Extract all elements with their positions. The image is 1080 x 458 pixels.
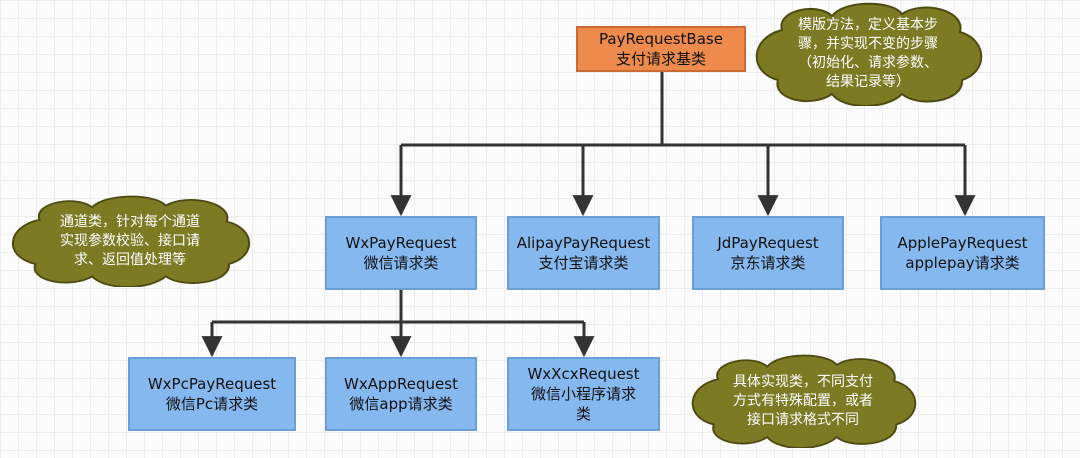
cloud-shape bbox=[11, 195, 251, 287]
node-class-name: ApplePayRequest bbox=[897, 234, 1028, 252]
cloud-shape bbox=[691, 354, 917, 448]
cloud-shape bbox=[755, 2, 983, 106]
template-method-note: 模版方法，定义基本步 骤，并实现不变的步骤 （初始化、请求参数、 结果记录等） bbox=[752, 2, 984, 106]
node-class-name: WxAppRequest bbox=[344, 375, 458, 393]
note-line: 实现参数校验、接口请 bbox=[60, 232, 200, 249]
note-line: 结果记录等） bbox=[826, 74, 910, 90]
wx-pay-request-node: WxPayRequest 微信请求类 bbox=[325, 216, 477, 290]
apple-pay-request-node: ApplePayRequest applepay请求类 bbox=[880, 216, 1045, 290]
note-line: 接口请求格式不同 bbox=[747, 411, 859, 428]
node-class-desc: 支付请求基类 bbox=[615, 50, 706, 68]
node-class-name: WxXcxRequest bbox=[527, 365, 640, 383]
channel-class-note: 通道类，针对每个通道 实现参数校验、接口请 求、返回值处理等 bbox=[8, 195, 252, 287]
node-class-name: JdPayRequest bbox=[717, 234, 819, 252]
pay-request-base-node: PayRequestBase 支付请求基类 bbox=[576, 26, 746, 72]
node-class-desc: 微信app请求类 bbox=[349, 395, 453, 413]
wx-xcx-request-node: WxXcxRequest 微信小程序请求 类 bbox=[507, 357, 660, 431]
node-class-desc: 微信请求类 bbox=[363, 254, 439, 272]
node-class-desc: applepay请求类 bbox=[905, 254, 1020, 272]
wx-pc-pay-request-node: WxPcPayRequest 微信Pc请求类 bbox=[128, 357, 296, 431]
node-class-desc: 微信小程序请求 bbox=[530, 385, 636, 403]
note-line: 骤，并实现不变的步骤 bbox=[798, 36, 938, 52]
note-line: 具体实现类，不同支付 bbox=[733, 373, 873, 390]
alipay-pay-request-node: AlipayPayRequest 支付宝请求类 bbox=[507, 216, 660, 290]
node-class-desc-cont: 类 bbox=[575, 405, 591, 423]
note-line: （初始化、请求参数、 bbox=[798, 55, 938, 71]
node-class-desc: 支付宝请求类 bbox=[538, 254, 629, 272]
node-class-name: AlipayPayRequest bbox=[516, 234, 651, 252]
wx-app-request-node: WxAppRequest 微信app请求类 bbox=[325, 357, 477, 431]
jd-pay-request-node: JdPayRequest 京东请求类 bbox=[692, 216, 844, 290]
note-line: 方式有特殊配置，或者 bbox=[733, 392, 873, 409]
node-class-name: WxPcPayRequest bbox=[147, 375, 277, 393]
node-class-name: WxPayRequest bbox=[345, 234, 457, 252]
node-class-desc: 京东请求类 bbox=[730, 254, 806, 272]
concrete-class-note: 具体实现类，不同支付 方式有特殊配置，或者 接口请求格式不同 bbox=[688, 354, 918, 448]
node-class-desc: 微信Pc请求类 bbox=[165, 395, 259, 413]
note-line: 模版方法，定义基本步 bbox=[798, 17, 938, 33]
note-line: 通道类，针对每个通道 bbox=[60, 213, 200, 230]
node-class-name: PayRequestBase bbox=[599, 30, 723, 48]
note-line: 求、返回值处理等 bbox=[74, 251, 186, 268]
